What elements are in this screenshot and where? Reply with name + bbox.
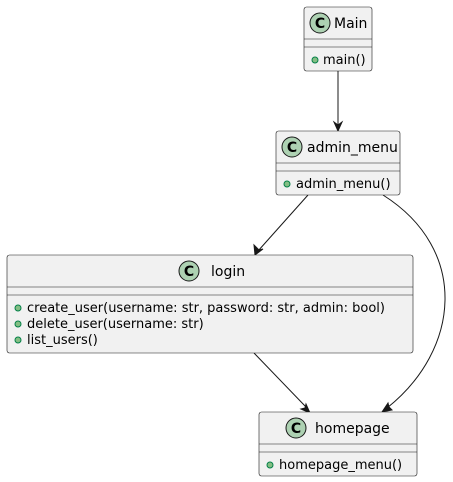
class-badge-letter: C: [184, 264, 194, 280]
class-name: Main: [334, 16, 367, 32]
method-signature: delete_user(username: str): [27, 317, 204, 332]
method-signature: admin_menu(): [296, 177, 391, 192]
class-name: admin_menu: [307, 140, 398, 156]
edge-admin-menu-to-homepage: [380, 194, 446, 413]
edge-login-to-homepage: [253, 352, 311, 414]
public-visibility-icon: [14, 320, 22, 328]
class-badge-icon: [285, 417, 307, 439]
arrowhead: [253, 243, 264, 256]
public-visibility-icon: [283, 180, 291, 188]
method-signature: homepage_menu(): [279, 458, 402, 473]
relations: [253, 71, 446, 414]
class-badge-letter: C: [291, 421, 301, 437]
public-visibility-icon: [266, 461, 274, 469]
public-visibility-icon: [14, 336, 22, 344]
arrowhead: [380, 401, 394, 413]
class-badge-letter: C: [287, 140, 297, 156]
class-homepage[interactable]: C homepage homepage_menu(): [258, 411, 418, 477]
class-name: homepage: [315, 421, 390, 437]
public-visibility-icon: [311, 56, 319, 64]
public-visibility-icon: [14, 304, 22, 312]
edge-admin-menu-to-login: [253, 194, 309, 256]
class-badge-icon: [178, 260, 200, 282]
edge-main-to-admin-menu: [332, 71, 344, 133]
method-signature: main(): [323, 53, 366, 68]
class-box: [6, 254, 414, 354]
class-badge-icon: [281, 136, 303, 158]
arrowhead: [299, 402, 311, 414]
class-admin-menu[interactable]: C admin_menu admin_menu(): [275, 130, 401, 196]
method-signature: list_users(): [27, 333, 98, 348]
class-badge-icon: [309, 12, 331, 34]
class-main[interactable]: C Main main(): [303, 6, 373, 72]
class-login[interactable]: C login create_user(username: str, passw…: [6, 254, 414, 354]
class-badge-letter: C: [315, 16, 325, 32]
class-name: login: [211, 264, 245, 280]
arrowhead: [332, 120, 344, 133]
method-signature: create_user(username: str, password: str…: [27, 301, 385, 316]
